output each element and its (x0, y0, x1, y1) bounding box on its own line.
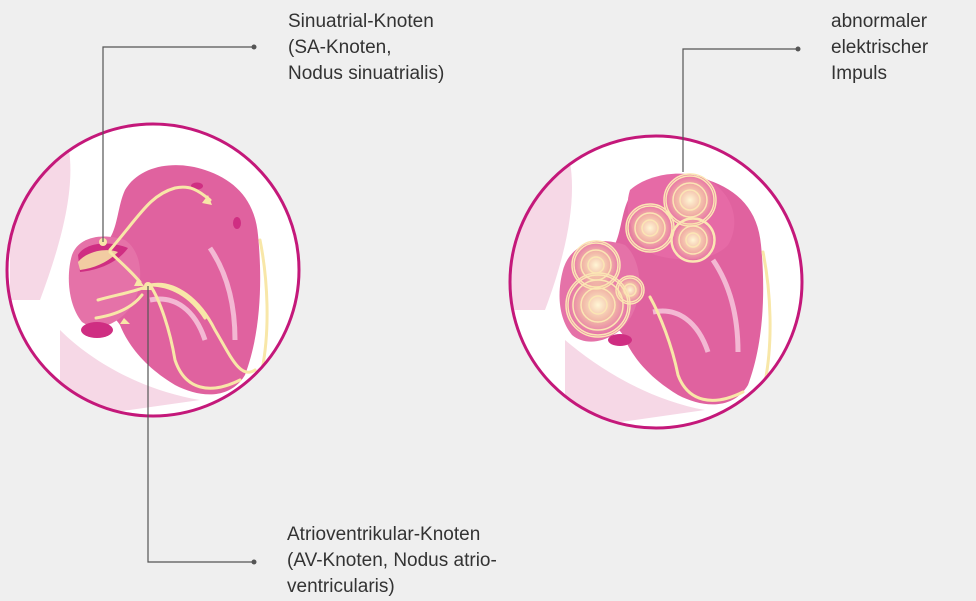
av-node-label: Atrioventrikular-Knoten (AV-Knoten, Nodu… (287, 522, 497, 600)
impulse-burst (626, 204, 674, 252)
abnormal-impulse-label: abnormaler elektrischer Impuls (831, 9, 928, 87)
valve-spot (81, 322, 113, 338)
leader-end-dot (796, 47, 801, 52)
leader-end-dot (252, 45, 257, 50)
impulse-burst (671, 218, 715, 262)
impulse-burst (566, 273, 630, 337)
arrhythmia-heart-circle (505, 130, 810, 430)
normal-heart-circle (7, 120, 310, 420)
valve-spot (233, 217, 241, 229)
leader-end-dot (252, 560, 257, 565)
sa-node-label: Sinuatrial-Knoten (SA-Knoten, Nodus sinu… (288, 9, 444, 87)
